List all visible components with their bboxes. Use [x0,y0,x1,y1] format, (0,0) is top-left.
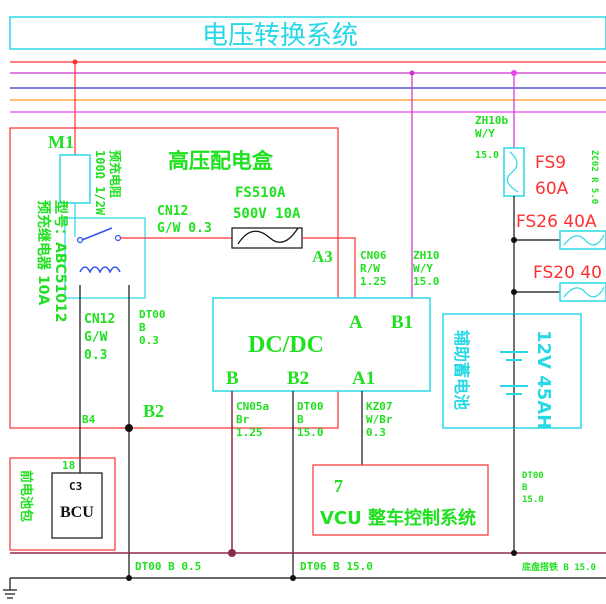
bottom-label-1: DT00 B 0.5 [135,560,201,573]
relay-coil [79,266,121,274]
junction-bottom-mid [290,575,296,581]
bottom-label-2: DT06 B 15.0 [300,560,373,573]
cn05a-label: CN05a [236,400,269,413]
aux-battery-label: 辅助蓄电池 [452,330,471,410]
dt00a-label-3: 0.3 [139,334,159,347]
fs20-label: FS20 40 [533,263,602,283]
cn12-left-label: CN12 [84,312,115,327]
bottom-label-3: 底盘搭铁 B 15.0 [522,561,596,573]
junction-bottom-right [511,550,517,556]
dt00a-label: DT00 [139,308,166,321]
fs9-rating: 60A [535,179,569,199]
dt00b-label-3: 15.0 [297,426,324,439]
dt00b-label-2: B [297,413,304,426]
cn12-left-label-3: 0.3 [84,348,107,363]
junction-zh10 [409,70,415,76]
aux-battery-box [442,313,582,429]
cn12-top-label: CN12 [157,204,188,219]
precharge-resistor [59,154,91,204]
relay-model: 型号：ABC51012 [52,200,69,323]
hv-box-title: 高压配电盒 [168,149,274,173]
cn05a-label-2: Br [236,413,250,426]
cn12-left-label-2: G/W [84,330,108,345]
dt00c-label-3: 15.0 [522,495,544,505]
bcu-c3: C3 [69,480,82,493]
fuse-name: FS510A [235,185,286,201]
m1-label: M1 [48,132,74,152]
fuse-fs20 [559,282,606,302]
junction-b2 [125,424,133,432]
a3-label: A3 [312,247,333,266]
dcdc-pin-b2: B2 [287,368,309,389]
zh10b-label-3: 15.0 [475,150,499,161]
aux-battery-rating: 12V 45AH [533,330,554,429]
resistor-rating: 100Ω 1/2W [93,150,107,216]
fuse-fs26 [559,230,606,250]
dcdc-pin-a: A [349,312,363,333]
b4-label: B4 [82,413,96,426]
zh10b-label: ZH10b [475,114,508,127]
vcu-label: VCU 整车控制系统 [320,507,476,529]
fuse-fs510a-element [237,227,299,245]
fuse-fs26-element [563,234,605,246]
cn12-top-label-2: G/W 0.3 [157,221,212,236]
resistor-rating-2: 预充电阻 [108,150,123,198]
zh10-label: ZH10 [413,249,440,262]
relay-contact-right [114,234,122,242]
kz07-label: KZ07 [366,400,393,413]
vcu-box [312,464,489,536]
fuse-rating: 500V 10A [233,206,301,222]
bcu-pin: 18 [62,459,75,472]
dt00c-label: DT00 [522,471,544,481]
zc-label: ZC02 R 5.0 [589,150,599,204]
zh10-label-2: W/Y [413,262,433,275]
junction-zh10b [511,70,517,76]
fs26-label: FS26 40A [516,212,597,232]
zh10b-label-2: W/Y [475,127,495,140]
relay-contact-left [76,236,84,244]
junction-m1 [72,59,78,65]
kz07-label-3: 0.3 [366,426,386,439]
diagram-title: 电压转换系统 [202,21,358,51]
vcu-number: 7 [334,476,343,496]
dt00c-label-2: B [522,483,528,493]
dcdc-title: DC/DC [248,332,324,358]
dt00b-label: DT00 [297,400,324,413]
cn06-label: CN06 [360,249,387,262]
fs9-label: FS9 [535,153,566,173]
title-bar [9,16,606,50]
cn05a-label-3: 1.25 [236,426,263,439]
zh10-label-3: 15.0 [413,275,440,288]
fuse-fs9-element [506,151,519,193]
cn06-label-2: R/W [360,262,380,275]
cn06-label-3: 1.25 [360,275,387,288]
bcu-side-label: 前电池包 [18,470,34,522]
dcdc-converter [212,297,431,392]
relay-switch-arm [81,227,113,241]
bcu-box [51,472,103,539]
relay-box [64,217,146,299]
dcdc-pin-b: B [226,368,239,389]
junction-bottom-left [126,575,132,581]
dcdc-pin-b1: B1 [391,312,413,333]
wire-a3-dcdc [338,237,356,298]
dcdc-pin-a1: A1 [352,368,375,389]
bcu-label: BCU [60,504,94,521]
kz07-label-2: W/Br [366,413,393,426]
front-battery-pack [9,457,116,551]
fuse-fs20-element [563,286,605,298]
b2-label: B2 [143,401,164,421]
hv-distribution-box [9,127,339,429]
dt00a-label-2: B [139,321,146,334]
relay-label: 预充继电器 10A [35,200,52,305]
